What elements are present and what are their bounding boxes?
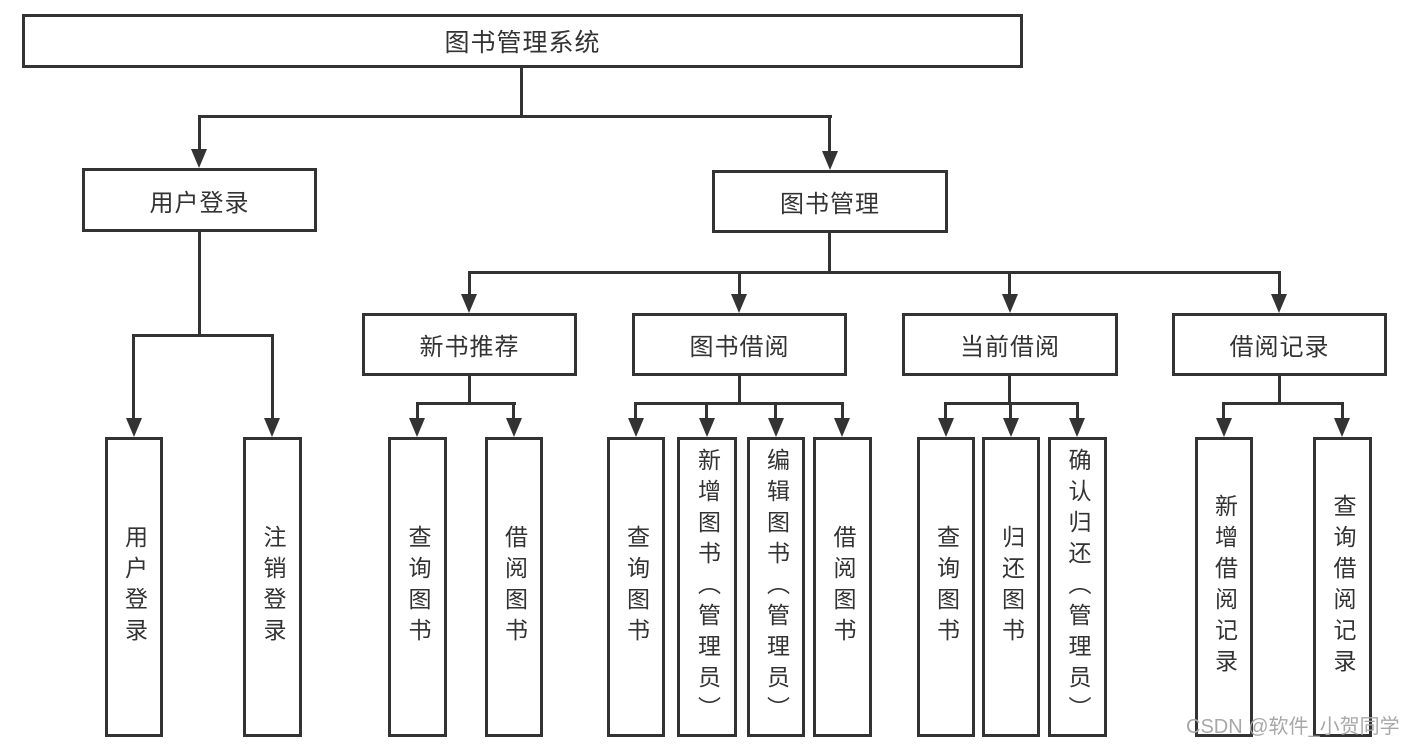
- leaf-label: 借阅图书: [830, 525, 856, 649]
- connector-arrowhead: [768, 418, 784, 437]
- node-borrowing-records: 借阅记录: [1172, 313, 1387, 376]
- node-borrow-books-2: 借阅图书: [813, 437, 872, 737]
- leaf-label: 归还图书: [998, 525, 1025, 649]
- connector-line: [132, 334, 274, 337]
- connector-line: [828, 233, 831, 274]
- connector-arrowhead: [628, 418, 644, 437]
- connector-line: [512, 402, 515, 424]
- node-add-book-admin: 新增图书（管理员）: [677, 437, 737, 737]
- node-return-book: 归还图书: [982, 437, 1040, 737]
- node-query-books-3: 查询图书: [917, 437, 975, 737]
- connector-line: [1278, 271, 1281, 299]
- node-confirm-return-admin: 确认归还（管理员）: [1048, 437, 1107, 737]
- connector-line: [1222, 402, 1343, 405]
- connector-arrowhead: [699, 418, 715, 437]
- node-add-borrow-record: 新增借阅记录: [1195, 437, 1253, 737]
- connector-arrowhead: [409, 418, 425, 437]
- connector-line: [841, 402, 844, 424]
- connector-arrowhead: [1069, 418, 1085, 437]
- node-library-management-system: 图书管理系统: [22, 14, 1023, 68]
- connector-line: [705, 402, 708, 424]
- csdn-watermark: CSDN @软件_小贺同学: [1186, 716, 1400, 738]
- node-user-login: 用户登录: [82, 168, 317, 232]
- connector-arrowhead: [191, 149, 207, 168]
- connector-arrowhead: [834, 418, 850, 437]
- leaf-label: 确认归还（管理员）: [1065, 447, 1091, 727]
- connector-arrowhead: [264, 418, 280, 437]
- connector-arrowhead: [1271, 294, 1287, 313]
- connector-arrowhead: [1002, 294, 1018, 313]
- connector-arrowhead: [506, 418, 522, 437]
- leaf-label: 用户登录: [121, 525, 148, 649]
- node-current-borrowing: 当前借阅: [902, 313, 1118, 376]
- connector-line: [520, 68, 523, 117]
- leaf-label: 注销登录: [260, 525, 286, 649]
- connector-line: [468, 375, 471, 405]
- connector-line: [1341, 402, 1344, 424]
- connector-line: [774, 402, 777, 424]
- connector-arrowhead: [461, 294, 477, 313]
- node-logout: 注销登录: [243, 437, 302, 737]
- node-book-borrowing: 图书借阅: [632, 313, 847, 376]
- connector-line: [1278, 375, 1281, 405]
- leaf-label: 查询图书: [933, 525, 960, 649]
- node-query-books-1: 查询图书: [388, 437, 447, 737]
- connector-line: [416, 402, 516, 405]
- connector-line: [1076, 402, 1079, 424]
- connector-arrowhead: [822, 151, 838, 170]
- node-borrow-books-1: 借阅图书: [485, 437, 543, 737]
- connector-line: [468, 271, 1281, 274]
- connector-line: [634, 402, 637, 424]
- connector-arrowhead: [731, 294, 747, 313]
- node-query-books-2: 查询图书: [607, 437, 665, 737]
- leaf-label: 借阅图书: [501, 525, 528, 649]
- leaf-label: 编辑图书（管理员）: [763, 447, 790, 727]
- connector-line: [132, 334, 135, 424]
- leaf-label: 查询借阅记录: [1330, 494, 1356, 680]
- connector-arrowhead: [938, 418, 954, 437]
- connector-line: [1009, 402, 1012, 424]
- connector-arrowhead: [1216, 418, 1232, 437]
- connector-arrowhead: [1334, 418, 1350, 437]
- node-book-management: 图书管理: [712, 170, 948, 233]
- leaf-label: 新增图书（管理员）: [694, 447, 721, 727]
- leaf-label: 新增借阅记录: [1211, 494, 1238, 680]
- connector-line: [198, 115, 832, 118]
- leaf-label: 查询图书: [405, 525, 431, 649]
- connector-line: [198, 115, 201, 153]
- connector-line: [634, 402, 843, 405]
- connector-line: [738, 271, 741, 299]
- connector-line: [198, 231, 201, 337]
- connector-arrowhead: [1003, 418, 1019, 437]
- connector-line: [1222, 402, 1225, 424]
- connector-arrowhead: [126, 418, 142, 437]
- connector-line: [1008, 375, 1011, 405]
- connector-line: [738, 375, 741, 405]
- connector-line: [468, 271, 471, 299]
- node-user-login-leaf: 用户登录: [105, 437, 163, 737]
- node-new-book-recommend: 新书推荐: [362, 313, 577, 376]
- connector-line: [271, 334, 274, 424]
- node-query-borrow-record: 查询借阅记录: [1313, 437, 1372, 737]
- leaf-label: 查询图书: [623, 525, 650, 649]
- connector-line: [828, 115, 831, 155]
- connector-line: [1008, 271, 1011, 299]
- connector-line: [416, 402, 419, 424]
- connector-line: [944, 402, 947, 424]
- node-edit-book-admin: 编辑图书（管理员）: [747, 437, 805, 737]
